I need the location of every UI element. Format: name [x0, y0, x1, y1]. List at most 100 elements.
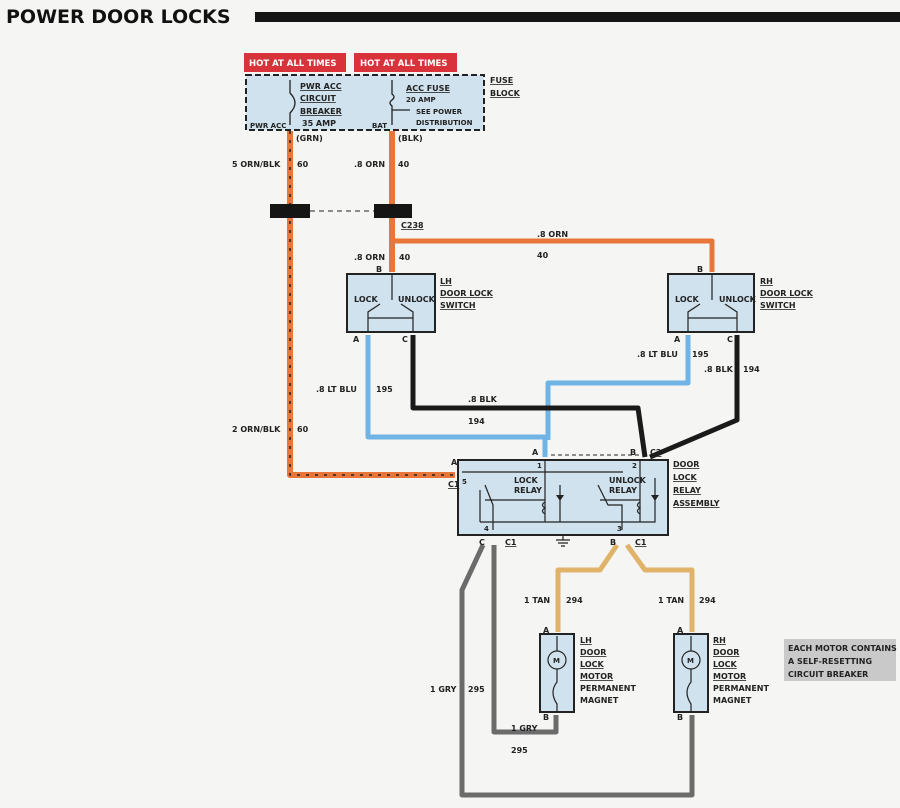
motor-breaker — [552, 636, 558, 712]
pin-label: C — [402, 335, 408, 344]
rh-door-lock-switch — [667, 273, 755, 333]
switch-contacts — [367, 274, 414, 332]
unlock-relay-label: UNLOCK — [609, 476, 647, 485]
see-power-2: DISTRIBUTION — [416, 119, 473, 127]
wire-circuit: 194 — [468, 417, 485, 426]
hot-label-1-text: HOT AT ALL TIMES — [249, 59, 337, 69]
hot-label-1 — [244, 53, 346, 72]
wire-label: .8 BLK — [468, 395, 498, 404]
lock-relay-label-2: RELAY — [514, 486, 542, 495]
wire-circuit: 40 — [537, 251, 549, 260]
fuse-block-label-2: BLOCK — [490, 89, 521, 98]
rh-switch-label-3: SWITCH — [760, 301, 796, 310]
wire-295-rh — [459, 543, 695, 798]
pin-label: A — [451, 458, 458, 467]
pin-number: 5 — [462, 478, 467, 486]
connector-c2: C2 — [650, 448, 661, 457]
lh-switch-label: LH — [440, 277, 452, 286]
connector-c238-right — [374, 204, 412, 218]
pin-label: B — [610, 538, 616, 547]
page-title: POWER DOOR LOCKS — [6, 6, 231, 28]
pin-number: 3 — [617, 525, 622, 533]
breaker-terminal: PWR ACC — [250, 122, 286, 130]
rh-motor-sub-2: MAGNET — [713, 696, 752, 705]
pin-label: B — [677, 713, 683, 722]
wire-circuit: 294 — [566, 596, 583, 605]
lh-motor-sub-2: MAGNET — [580, 696, 619, 705]
motor-symbol: M — [553, 657, 560, 665]
relay-label-4: ASSEMBLY — [673, 499, 720, 508]
breaker-label-3: BREAKER — [300, 107, 342, 116]
motor-breaker — [686, 636, 692, 712]
fuse-symbols — [289, 80, 410, 125]
lh-motor-label-3: LOCK — [580, 660, 604, 669]
fuse-terminal: BAT — [372, 122, 387, 130]
connector-c1: C1 — [635, 538, 647, 547]
pin-label: A — [677, 626, 684, 635]
wire-label: 1 TAN — [658, 596, 684, 605]
relay-label-2: LOCK — [673, 473, 697, 482]
ground-icon — [556, 539, 570, 547]
wire-295-lh — [491, 545, 559, 735]
lock-relay-label: LOCK — [514, 476, 538, 485]
rh-motor-label-4: MOTOR — [713, 672, 746, 681]
wire-294-lh — [555, 543, 620, 632]
wire-294-rh — [624, 543, 695, 632]
hot-label-2 — [354, 53, 457, 72]
rh-switch-label-2: DOOR LOCK — [760, 289, 814, 298]
pin-label: B — [543, 713, 549, 722]
wire-circuit: 194 — [743, 365, 760, 374]
note-text: EACH MOTOR CONTAINS — [788, 644, 897, 653]
pin-number: 4 — [484, 525, 489, 533]
wire-label: .8 ORN — [537, 230, 568, 239]
fuse-connector: (BLK) — [398, 134, 423, 143]
pin-label: B — [630, 448, 636, 457]
pin-label: B — [697, 265, 703, 274]
breaker-connector: (GRN) — [296, 134, 323, 143]
note-text-3: CIRCUIT BREAKER — [788, 670, 868, 679]
title-rule — [255, 12, 900, 22]
wire-circuit: 295 — [468, 685, 485, 694]
wire-label: 2 ORN/BLK — [232, 425, 281, 434]
note-text-2: A SELF-RESETTING — [788, 657, 872, 666]
wire-circuit: 60 — [297, 425, 309, 434]
pin-label: A — [532, 448, 539, 457]
wire-195-lh — [365, 335, 548, 457]
wire-40-rh — [392, 238, 715, 272]
wire-195-rh — [545, 335, 691, 440]
pin-label: A — [543, 626, 550, 635]
wire-194-rh — [649, 335, 740, 460]
wire-label: .8 ORN — [354, 253, 385, 262]
see-power: SEE POWER — [416, 108, 463, 116]
switch-contacts — [687, 274, 738, 332]
rh-motor-sub: PERMANENT — [713, 684, 769, 693]
lh-motor-sub: PERMANENT — [580, 684, 636, 693]
lh-door-lock-switch — [346, 273, 436, 333]
wire-circuit: 295 — [511, 746, 528, 755]
connector-c1: C1 — [505, 538, 517, 547]
wire-label: 1 GRY — [511, 724, 538, 733]
lh-motor-label: LH — [580, 636, 592, 645]
rh-motor-label-3: LOCK — [713, 660, 737, 669]
pin-label: A — [674, 335, 681, 344]
wire-label: .8 LT BLU — [637, 350, 678, 359]
breaker-label: PWR ACC — [300, 82, 342, 91]
rh-switch-lock: LOCK — [675, 295, 699, 304]
fuse-label: ACC FUSE — [406, 84, 450, 93]
rh-switch-unlock: UNLOCK — [719, 295, 757, 304]
wire-label: 1 TAN — [524, 596, 550, 605]
wire-circuit: 40 — [398, 160, 410, 169]
wire-60-stripe — [289, 131, 455, 476]
pin-number: 1 — [537, 462, 542, 470]
wire-circuit: 195 — [376, 385, 393, 394]
lh-motor-label-4: MOTOR — [580, 672, 613, 681]
lh-switch-label-3: SWITCH — [440, 301, 476, 310]
wire-circuit: 60 — [297, 160, 309, 169]
wire-circuit: 40 — [399, 253, 411, 262]
note-box — [784, 639, 896, 681]
wire-label: 5 ORN/BLK — [232, 160, 281, 169]
fuse-rating: 20 AMP — [406, 96, 436, 104]
relay-label-3: RELAY — [673, 486, 701, 495]
rh-motor-label: RH — [713, 636, 726, 645]
